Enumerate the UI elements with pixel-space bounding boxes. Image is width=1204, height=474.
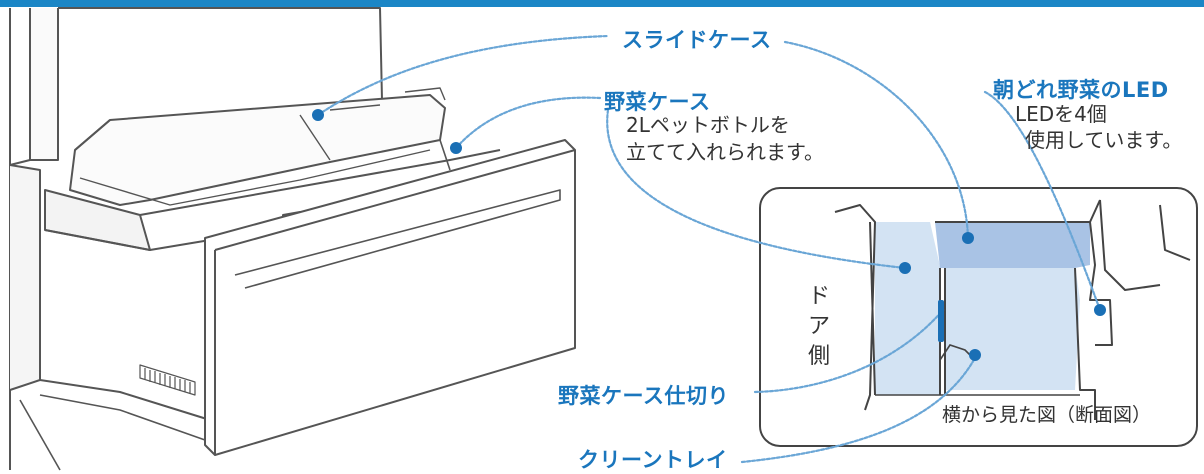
section-caption: 横から見た図（断面図） [942,404,1152,426]
vegetable-case-label: 野菜ケース [604,90,711,114]
clean-tray-label: クリーントレイ [578,448,728,472]
vegetable-case-desc-line2: 立てて入れられます。 [626,140,824,164]
top-accent-bar [0,0,1204,7]
marker-dots [312,109,1106,361]
door-side-char-2: ア [807,314,830,339]
door-side-char-3: 側 [807,344,830,369]
divider-label: 野菜ケース仕切り [558,384,729,408]
slide-case-label: スライドケース [622,28,772,52]
section-view-panel [759,187,1198,447]
led-desc-line2: 使用しています。 [1025,128,1183,152]
door-side-char-1: ド [807,284,830,309]
vegetable-case-desc-line1: 2Lペットボトルを [626,113,790,137]
led-desc-line1: LEDを4個 [1015,102,1107,126]
leader-lines [316,34,1102,464]
door-side-label: ド ア 側 [806,282,832,372]
led-title-label: 朝どれ野菜のLED [993,78,1169,102]
fridge-illustration [9,7,576,471]
